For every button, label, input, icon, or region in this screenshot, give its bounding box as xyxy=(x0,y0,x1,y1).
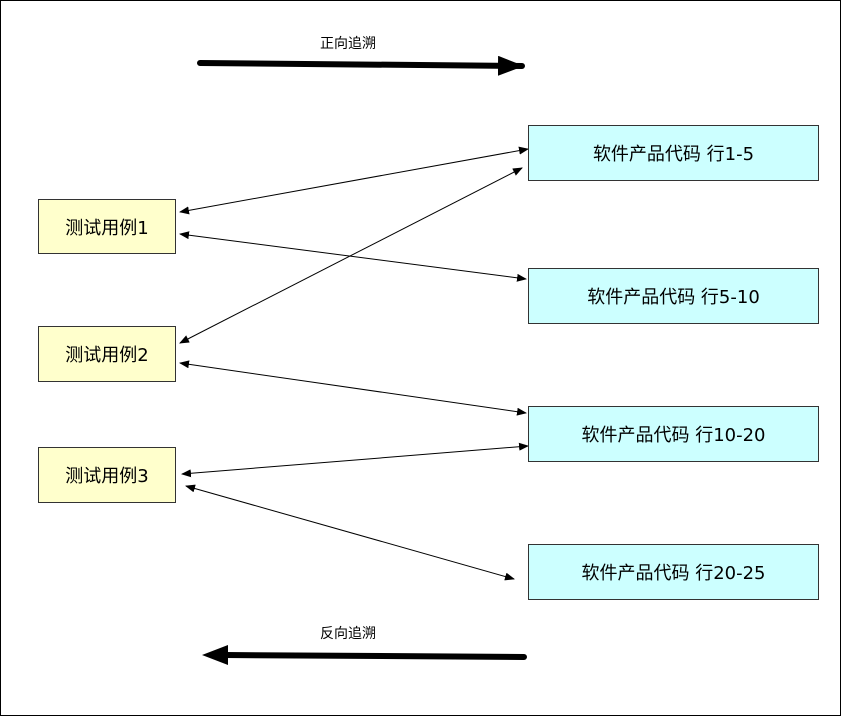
backward-trace-label: 反向追溯 xyxy=(320,626,376,642)
link-test1-code2 xyxy=(179,231,527,282)
test-case-2: 测试用例2 xyxy=(38,326,176,382)
test-case-1: 测试用例1 xyxy=(38,199,176,254)
test-case-3: 测试用例3 xyxy=(38,447,176,503)
code-block-lines-1-5: 软件产品代码 行1-5 xyxy=(528,125,819,181)
forward-trace-arrow xyxy=(197,55,525,76)
link-test3-code3 xyxy=(181,442,529,478)
code-block-lines-10-20: 软件产品代码 行10-20 xyxy=(528,406,819,462)
backward-trace-arrowhead xyxy=(202,645,228,665)
link-test2-code1 xyxy=(179,167,523,344)
backward-trace-arrow-shaft xyxy=(222,652,527,660)
code-block-lines-20-25: 软件产品代码 行20-25 xyxy=(528,544,819,600)
code-block-lines-5-10: 软件产品代码 行5-10 xyxy=(528,268,819,324)
link-test1-code1 xyxy=(179,146,529,215)
link-test3-code4 xyxy=(185,484,515,581)
link-test2-code3 xyxy=(179,360,527,416)
forward-trace-label: 正向追溯 xyxy=(320,36,376,52)
